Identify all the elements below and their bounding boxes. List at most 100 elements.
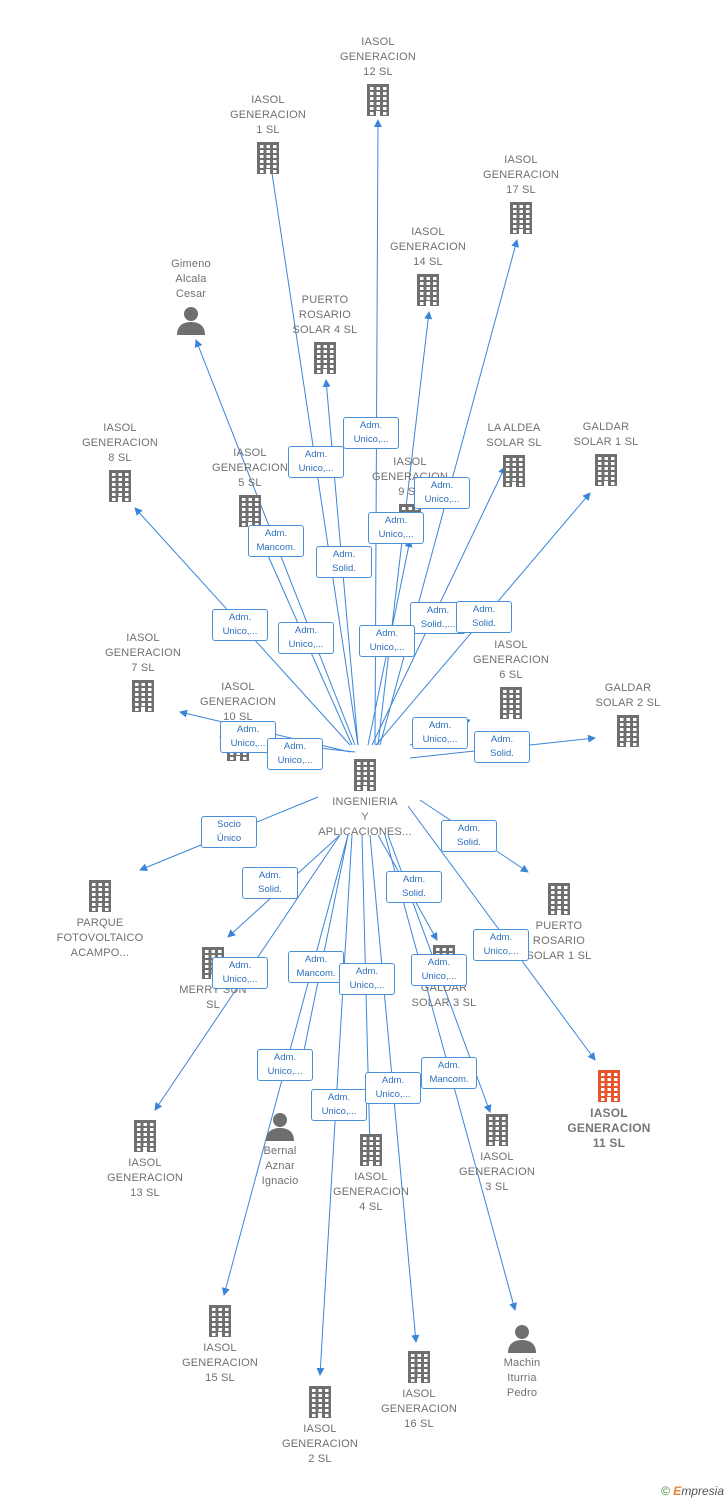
node-label: IASOL GENERACION 5 SL xyxy=(212,447,288,489)
node-bernal[interactable]: Bernal Aznar Ignacio xyxy=(230,1108,330,1189)
building-icon xyxy=(548,883,570,915)
edge-role-label[interactable]: Socio Único xyxy=(201,816,257,848)
person-icon xyxy=(177,307,205,335)
node-label: PUERTO ROSARIO SOLAR 4 SL xyxy=(292,294,358,336)
node-label: Bernal Aznar Ignacio xyxy=(261,1145,299,1187)
node-label: IASOL GENERACION 11 SL xyxy=(567,1106,651,1150)
edge-role-label[interactable]: Adm. Unico,... xyxy=(257,1049,313,1081)
brand-footer: © Empresia xyxy=(661,1484,724,1498)
building-icon xyxy=(408,1351,430,1383)
node-n2[interactable]: IASOL GENERACION 2 SL xyxy=(270,1382,370,1467)
node-ingenieria-y-aplicaciones[interactable]: INGENIERIA Y APLICACIONES... xyxy=(315,755,415,840)
edge-role-label[interactable]: Adm. Unico,... xyxy=(412,717,468,749)
edge-role-label[interactable]: Adm. Unico,... xyxy=(339,963,395,995)
edge-role-label[interactable]: Adm. Mancom. xyxy=(248,525,304,557)
node-label: IASOL GENERACION 17 SL xyxy=(483,154,559,196)
node-machin[interactable]: Machin Iturria Pedro xyxy=(472,1320,572,1401)
node-label: Machin Iturria Pedro xyxy=(503,1357,541,1399)
edge-role-label[interactable]: Adm. Unico,... xyxy=(359,625,415,657)
node-galdar2[interactable]: GALDAR SOLAR 2 SL xyxy=(578,681,678,751)
building-icon xyxy=(486,1114,508,1146)
brand-name: mpresia xyxy=(681,1484,724,1498)
building-icon xyxy=(598,1070,620,1102)
node-n12[interactable]: IASOL GENERACION 12 SL xyxy=(328,35,428,120)
building-icon xyxy=(257,142,279,174)
node-parque[interactable]: PARQUE FOTOVOLTAICO ACAMPO... xyxy=(50,876,150,961)
edge-role-label[interactable]: Adm. Solid. xyxy=(456,601,512,633)
edge-role-label[interactable]: Adm. Unico,... xyxy=(212,609,268,641)
node-n6[interactable]: IASOL GENERACION 6 SL xyxy=(461,638,561,723)
node-n11[interactable]: IASOL GENERACION 11 SL xyxy=(559,1066,659,1151)
edge-role-label[interactable]: Adm. Unico,... xyxy=(278,622,334,654)
node-label: IASOL GENERACION 3 SL xyxy=(459,1151,535,1193)
node-galdar1[interactable]: GALDAR SOLAR 1 SL xyxy=(556,420,656,490)
building-icon xyxy=(500,687,522,719)
node-n16[interactable]: IASOL GENERACION 16 SL xyxy=(369,1347,469,1432)
edge-role-label[interactable]: Adm. Solid. xyxy=(386,871,442,903)
edge-role-label[interactable]: Adm. Unico,... xyxy=(267,738,323,770)
building-icon xyxy=(595,454,617,486)
node-label: PUERTO ROSARIO SOLAR 1 SL xyxy=(526,920,592,962)
building-icon xyxy=(109,470,131,502)
edge-role-label[interactable]: Adm. Unico,... xyxy=(411,954,467,986)
node-label: PARQUE FOTOVOLTAICO ACAMPO... xyxy=(56,917,144,959)
building-icon xyxy=(89,880,111,912)
building-icon xyxy=(309,1386,331,1418)
node-label: IASOL GENERACION 16 SL xyxy=(381,1388,457,1430)
building-icon xyxy=(209,1305,231,1337)
building-icon xyxy=(134,1120,156,1152)
edge-role-label[interactable]: Adm. Unico,... xyxy=(368,512,424,544)
building-icon xyxy=(510,202,532,234)
node-n3[interactable]: IASOL GENERACION 3 SL xyxy=(447,1110,547,1195)
edge-role-label[interactable]: Adm. Solid. xyxy=(474,731,530,763)
node-n13[interactable]: IASOL GENERACION 13 SL xyxy=(95,1116,195,1201)
edge-role-label[interactable]: Adm. Unico,... xyxy=(365,1072,421,1104)
edge-role-label[interactable]: Adm. Solid. xyxy=(316,546,372,578)
building-icon xyxy=(239,495,261,527)
node-label: IASOL GENERACION 10 SL xyxy=(200,681,276,723)
node-label: Gimeno Alcala Cesar xyxy=(171,258,211,300)
edge-role-label[interactable]: Adm. Unico,... xyxy=(220,721,276,753)
node-label: IASOL GENERACION 13 SL xyxy=(107,1157,183,1199)
node-pr4[interactable]: PUERTO ROSARIO SOLAR 4 SL xyxy=(275,293,375,378)
building-icon xyxy=(367,84,389,116)
node-n15[interactable]: IASOL GENERACION 15 SL xyxy=(170,1301,270,1386)
building-icon xyxy=(354,759,376,791)
person-icon xyxy=(508,1325,536,1353)
edge-role-label[interactable]: Adm. Unico,... xyxy=(343,417,399,449)
node-label: GALDAR SOLAR 2 SL xyxy=(595,682,661,709)
edge-role-label[interactable]: Adm. Solid. xyxy=(242,867,298,899)
node-label: IASOL GENERACION 15 SL xyxy=(182,1342,258,1384)
edge-role-label[interactable]: Adm. Unico,... xyxy=(473,929,529,961)
node-n5[interactable]: IASOL GENERACION 5 SL xyxy=(200,446,300,531)
node-n8[interactable]: IASOL GENERACION 8 SL xyxy=(70,421,170,506)
node-label: IASOL GENERACION 14 SL xyxy=(390,226,466,268)
node-n4[interactable]: IASOL GENERACION 4 SL xyxy=(321,1130,421,1215)
node-label: IASOL GENERACION 8 SL xyxy=(82,422,158,464)
copyright-icon: © xyxy=(661,1484,670,1498)
node-n14[interactable]: IASOL GENERACION 14 SL xyxy=(378,225,478,310)
edge-role-label[interactable]: Adm. Unico,... xyxy=(288,446,344,478)
building-icon xyxy=(360,1134,382,1166)
node-pr1[interactable]: PUERTO ROSARIO SOLAR 1 SL xyxy=(509,879,609,964)
edge-role-label[interactable]: Adm. Unico,... xyxy=(311,1089,367,1121)
node-n1[interactable]: IASOL GENERACION 1 SL xyxy=(218,93,318,178)
node-aldea[interactable]: LA ALDEA SOLAR SL xyxy=(464,421,564,491)
building-icon xyxy=(617,715,639,747)
edge-role-label[interactable]: Adm. Mancom. xyxy=(421,1057,477,1089)
brand-initial: E xyxy=(673,1484,682,1498)
node-label: GALDAR SOLAR 1 SL xyxy=(573,421,639,448)
edge-role-label[interactable]: Adm. Unico,... xyxy=(414,477,470,509)
node-label: IASOL GENERACION 6 SL xyxy=(473,639,549,681)
edge-role-label[interactable]: Adm. Mancom. xyxy=(288,951,344,983)
building-icon xyxy=(417,274,439,306)
node-n7[interactable]: IASOL GENERACION 7 SL xyxy=(93,631,193,716)
edge-role-label[interactable]: Adm. Unico,... xyxy=(212,957,268,989)
node-label: IASOL GENERACION 2 SL xyxy=(282,1423,358,1465)
node-gimeno[interactable]: Gimeno Alcala Cesar xyxy=(141,257,241,338)
node-label: IASOL GENERACION 4 SL xyxy=(333,1171,409,1213)
building-icon xyxy=(132,680,154,712)
edge-role-label[interactable]: Adm. Solid. xyxy=(441,820,497,852)
node-n17[interactable]: IASOL GENERACION 17 SL xyxy=(471,153,571,238)
